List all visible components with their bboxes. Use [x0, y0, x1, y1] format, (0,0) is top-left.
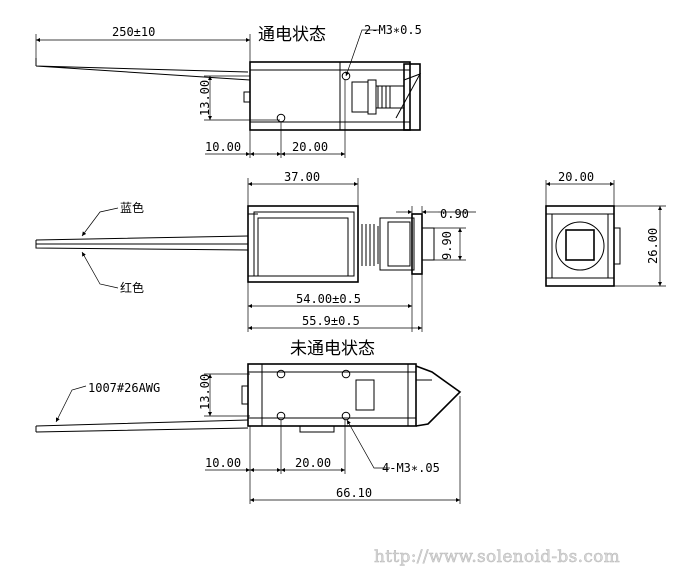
title-de-energized: 未通电状态	[290, 339, 375, 359]
dim-height-top: 13.00	[198, 80, 212, 116]
dim-body-length: 54.00±0.5	[296, 292, 361, 306]
lead-wires-top	[35, 58, 251, 81]
end-view: 20.00 26.00	[545, 170, 666, 287]
dim-total-length: 55.9±0.5	[302, 314, 360, 328]
dim-coil-length: 37.00	[284, 170, 320, 184]
mount-hole	[276, 113, 286, 123]
dim-left-bottom: 10.00	[205, 456, 241, 470]
dim-left-top: 10.00	[205, 140, 241, 154]
frame-body-middle	[247, 205, 359, 283]
dim-end-height: 26.00	[646, 228, 660, 264]
mount-hole	[276, 369, 286, 379]
middle-view-section: 蓝色 红色 37.00 0.90 9.90	[35, 170, 476, 332]
frame-body-bottom	[247, 363, 417, 427]
mount-hole	[341, 369, 351, 379]
top-view-energized: 通电状态 250±10 13.00 10.00	[35, 23, 422, 158]
bottom-view-deenergized: 未通电状态 1007#26AWG 13.00 10.00 2	[35, 339, 462, 504]
label-wire-blue: 蓝色	[120, 201, 144, 215]
dim-hole-bottom: 20.00	[295, 456, 331, 470]
title-energized: 通电状态	[258, 25, 326, 45]
dim-end-width: 20.00	[558, 170, 594, 184]
label-wire-spec: 1007#26AWG	[88, 381, 160, 395]
end-plunger	[565, 229, 595, 261]
label-screw-bottom: 4-M3∗.05	[382, 461, 440, 475]
label-wire-red: 红色	[120, 280, 144, 295]
label-screw-top: 2-M3∗0.5	[364, 23, 422, 37]
dim-height-bottom: 13.00	[198, 374, 212, 410]
lead-wires-bottom	[35, 419, 249, 433]
mount-hole	[276, 411, 286, 421]
dim-plunger-dia: 9.90	[440, 231, 454, 260]
lead-wires-middle	[35, 235, 249, 251]
dim-hole-top: 20.00	[292, 140, 328, 154]
dim-overall-bottom: 66.10	[336, 486, 372, 500]
coil-winding	[257, 217, 349, 277]
mount-hole	[341, 411, 351, 421]
dim-lead-length: 250±10	[112, 25, 155, 39]
watermark-url: http://www.solenoid-bs.com	[374, 547, 620, 567]
dim-plunger-gap: 0.90	[440, 207, 469, 221]
